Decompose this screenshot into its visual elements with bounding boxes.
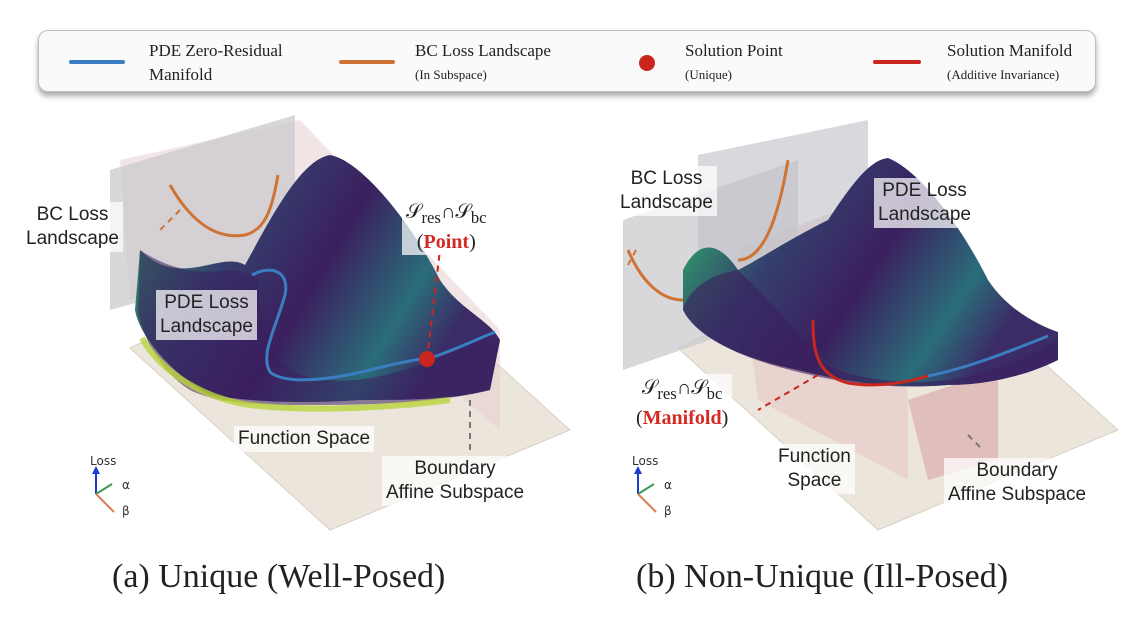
bc-loss-label: BC Loss Landscape — [616, 166, 717, 216]
legend: PDE Zero-Residual Manifold BC Loss Lands… — [38, 30, 1096, 92]
bc-loss-curve-right — [737, 159, 790, 262]
bc-loss-curve-left — [626, 249, 684, 302]
boundary-label-line1: Boundary — [414, 458, 496, 479]
pde-loss-label: PDE Loss Landscape — [156, 290, 257, 340]
solution-point-swatch — [639, 55, 655, 71]
axis-beta — [637, 493, 657, 513]
boundary-label-line2: Affine Subspace — [948, 484, 1087, 505]
legend-item-solution-manifold: Solution Manifold (Additive Invariance) — [869, 31, 1094, 93]
bc-loss-swatch — [339, 60, 395, 64]
boundary-leader-line — [967, 434, 984, 451]
panel-b-non-unique: BC Loss Landscape PDE Loss Landscape 𝒮re… — [588, 100, 1138, 560]
bc-loss-label-line1: BC Loss — [630, 168, 703, 189]
pde-loss-label-line1: PDE Loss — [882, 180, 967, 201]
legend-title: Solution Manifold — [947, 41, 1073, 60]
solution-manifold-curve — [811, 319, 929, 387]
bc-loss-curve — [168, 174, 280, 238]
pde-surface-shade — [138, 250, 500, 405]
axis-loss-arrow — [634, 466, 642, 474]
axis-alpha-label: α — [664, 478, 672, 492]
function-space-label: Function Space — [774, 444, 855, 494]
legend-item-solution-point: Solution Point (Unique) — [629, 31, 849, 93]
legend-title: BC Loss Landscape — [415, 41, 551, 60]
caption-b: (b) Non-Unique (Ill-Posed) — [636, 558, 1009, 595]
pde-loss-label: PDE Loss Landscape — [874, 178, 975, 228]
solution-leader-line — [757, 374, 819, 411]
bc-loss-label-line1: BC Loss — [36, 204, 109, 225]
axis-alpha — [95, 483, 113, 495]
legend-item-pde-zero-residual: PDE Zero-Residual Manifold — [67, 31, 337, 93]
legend-subtitle: (In Subspace) — [415, 67, 487, 82]
axis-alpha-label: α — [122, 478, 130, 492]
legend-title: PDE Zero-Residual — [149, 41, 283, 60]
bc-loss-label: BC Loss Landscape — [22, 202, 123, 252]
intersection-kind: (Manifold) — [636, 407, 729, 429]
pde-loss-label-line1: PDE Loss — [164, 292, 249, 313]
bc-loss-label-line2: Landscape — [620, 192, 713, 213]
intersection-label: 𝒮res∩𝒮bc (Manifold) — [632, 374, 733, 431]
panel-a-unique: BC Loss Landscape PDE Loss Landscape 𝒮re… — [22, 100, 590, 560]
legend-title-line2: Manifold — [149, 65, 213, 84]
caption-a: (a) Unique (Well-Posed) — [112, 558, 446, 595]
pde-zero-residual-curve — [927, 334, 1049, 378]
intersection-formula: 𝒮res∩𝒮bc — [406, 199, 487, 227]
pde-loss-label-line2: Landscape — [878, 204, 971, 225]
axis-loss-label: Loss — [632, 454, 659, 468]
solution-leader-line — [426, 249, 441, 360]
intersection-kind: (Point) — [416, 231, 476, 253]
intersection-label: 𝒮res∩𝒮bc (Point) — [402, 198, 491, 255]
axis-alpha — [637, 483, 655, 495]
bc-loss-label-line2: Landscape — [26, 228, 119, 249]
boundary-affine-label: Boundary Affine Subspace — [382, 456, 529, 506]
boundary-affine-label: Boundary Affine Subspace — [944, 458, 1091, 508]
boundary-label-line1: Boundary — [976, 460, 1058, 481]
pde-surface-shade — [683, 270, 1058, 387]
legend-item-bc-loss: BC Loss Landscape (In Subspace) — [337, 31, 607, 93]
solution-point — [419, 351, 435, 367]
function-space-label: Function Space — [234, 426, 375, 452]
axis-beta — [95, 493, 115, 513]
legend-subtitle: (Additive Invariance) — [947, 67, 1060, 82]
function-space-label-line2: Space — [787, 470, 842, 491]
pde-zero-residual-swatch — [69, 60, 125, 64]
axis-loss-arrow — [92, 466, 100, 474]
boundary-affine-plane-front — [908, 370, 998, 480]
legend-title: Solution Point — [685, 41, 783, 60]
bc-leader-line — [159, 209, 181, 231]
axis-loss-label: Loss — [90, 454, 117, 468]
pde-loss-label-line2: Landscape — [160, 316, 253, 337]
solution-manifold-swatch — [873, 60, 921, 64]
axis-beta-label: β — [664, 504, 672, 518]
pde-surface-rim — [139, 336, 451, 412]
axis-beta-label: β — [122, 504, 130, 518]
function-space-label-line1: Function — [778, 446, 851, 467]
boundary-label-line2: Affine Subspace — [386, 482, 525, 503]
legend-subtitle: (Unique) — [685, 67, 732, 82]
intersection-formula: 𝒮res∩𝒮bc — [641, 375, 723, 403]
bc-leader-line — [627, 249, 637, 266]
